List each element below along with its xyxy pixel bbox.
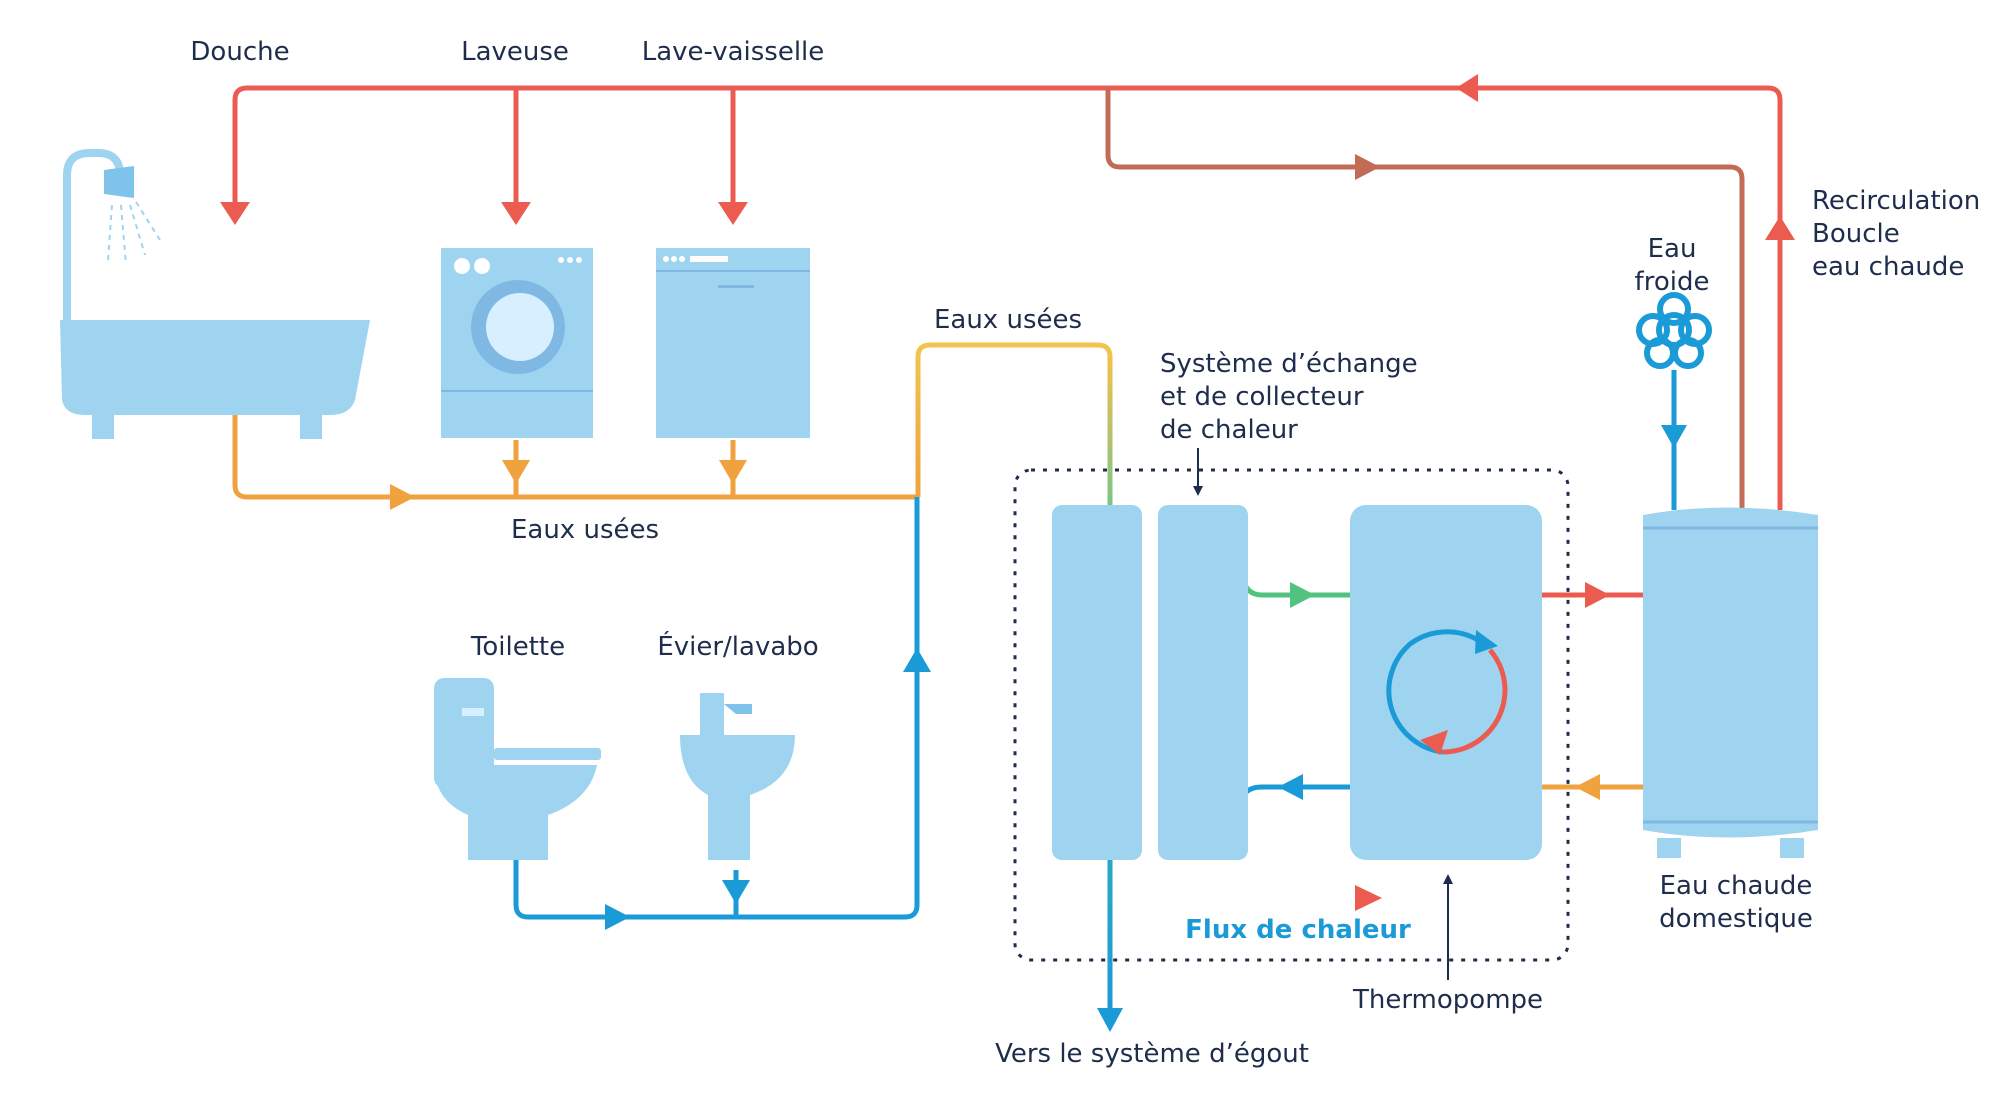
pump-to-coil-arrow [1278, 774, 1303, 800]
hot-water-main-pipe [220, 74, 1795, 510]
tank-return-arrow [1575, 774, 1600, 800]
heat-pump [1350, 505, 1542, 860]
recirculation-label-2: Boucle [1812, 219, 1900, 249]
dishwasher-drain-arrow [719, 460, 747, 484]
recirculation-label-3: eau chaude [1812, 252, 1964, 282]
recirculation-up-arrow [1765, 216, 1795, 240]
recirculation-label-1: Recirculation [1812, 186, 1980, 216]
black-water-right-arrow [605, 904, 630, 930]
domestic-hot-water-label-2: domestique [1659, 904, 1813, 934]
heat-exchanger [1052, 505, 1248, 860]
shower-supply-arrow [220, 202, 250, 225]
label-pointers [1193, 448, 1453, 980]
washer-label: Laveuse [461, 37, 569, 67]
grey-water-right-arrow [390, 484, 415, 510]
hot-water-left-arrow [1456, 74, 1478, 102]
dishwasher-supply-arrow [718, 202, 748, 225]
black-water-pipe [513, 497, 931, 930]
waste-water-top-label: Eaux usées [934, 305, 1082, 335]
heat-flux-arrow [1205, 885, 1382, 911]
cold-water-pipe [1661, 370, 1687, 510]
return-right-arrow [1355, 154, 1380, 180]
shower-head-icon [104, 166, 161, 266]
toilet-icon [434, 678, 601, 860]
coil-to-pump-arrow [1290, 582, 1315, 608]
hot-to-tank-arrow [1585, 582, 1610, 608]
sink-icon [680, 693, 795, 860]
sewer-label: Vers le système d’égout [995, 1039, 1309, 1069]
exchange-system-label-1: Système d’échange [1160, 349, 1418, 379]
waste-water-main-label: Eaux usées [511, 515, 659, 545]
hot-water-tank [1643, 507, 1818, 858]
cold-water-label-2: froide [1635, 267, 1710, 297]
shower-label: Douche [190, 37, 289, 67]
heat-pump-label: Thermopompe [1352, 985, 1543, 1015]
cold-water-down-arrow [1661, 425, 1687, 448]
washer-supply-arrow [501, 202, 531, 225]
dishwasher-icon [656, 248, 810, 438]
sink-label: Évier/lavabo [657, 630, 818, 662]
cold-water-valve-icon [1636, 292, 1712, 369]
washer-drain-arrow [502, 460, 530, 484]
domestic-hot-water-label-1: Eau chaude [1660, 871, 1813, 901]
exchange-system-label-2: et de collecteur [1160, 382, 1364, 412]
heat-pump-cycle-icon [1386, 629, 1508, 755]
toilet-label: Toilette [470, 632, 565, 662]
sink-drain-arrow [722, 880, 750, 904]
exchange-system-label-3: de chaleur [1160, 415, 1298, 445]
sewer-down-arrow [1097, 1008, 1123, 1032]
washing-machine-icon [441, 248, 593, 438]
grey-water-pipe [232, 342, 1113, 510]
cold-water-label-1: Eau [1648, 234, 1697, 264]
dishwasher-label: Lave-vaisselle [642, 37, 825, 67]
exchange-system-boundary [1013, 468, 1570, 962]
heat-flux-label: Flux de chaleur [1185, 915, 1411, 945]
recirculation-return-pipe [1105, 88, 1745, 510]
black-water-up-arrow [903, 648, 931, 672]
bathtub-icon [60, 149, 370, 439]
